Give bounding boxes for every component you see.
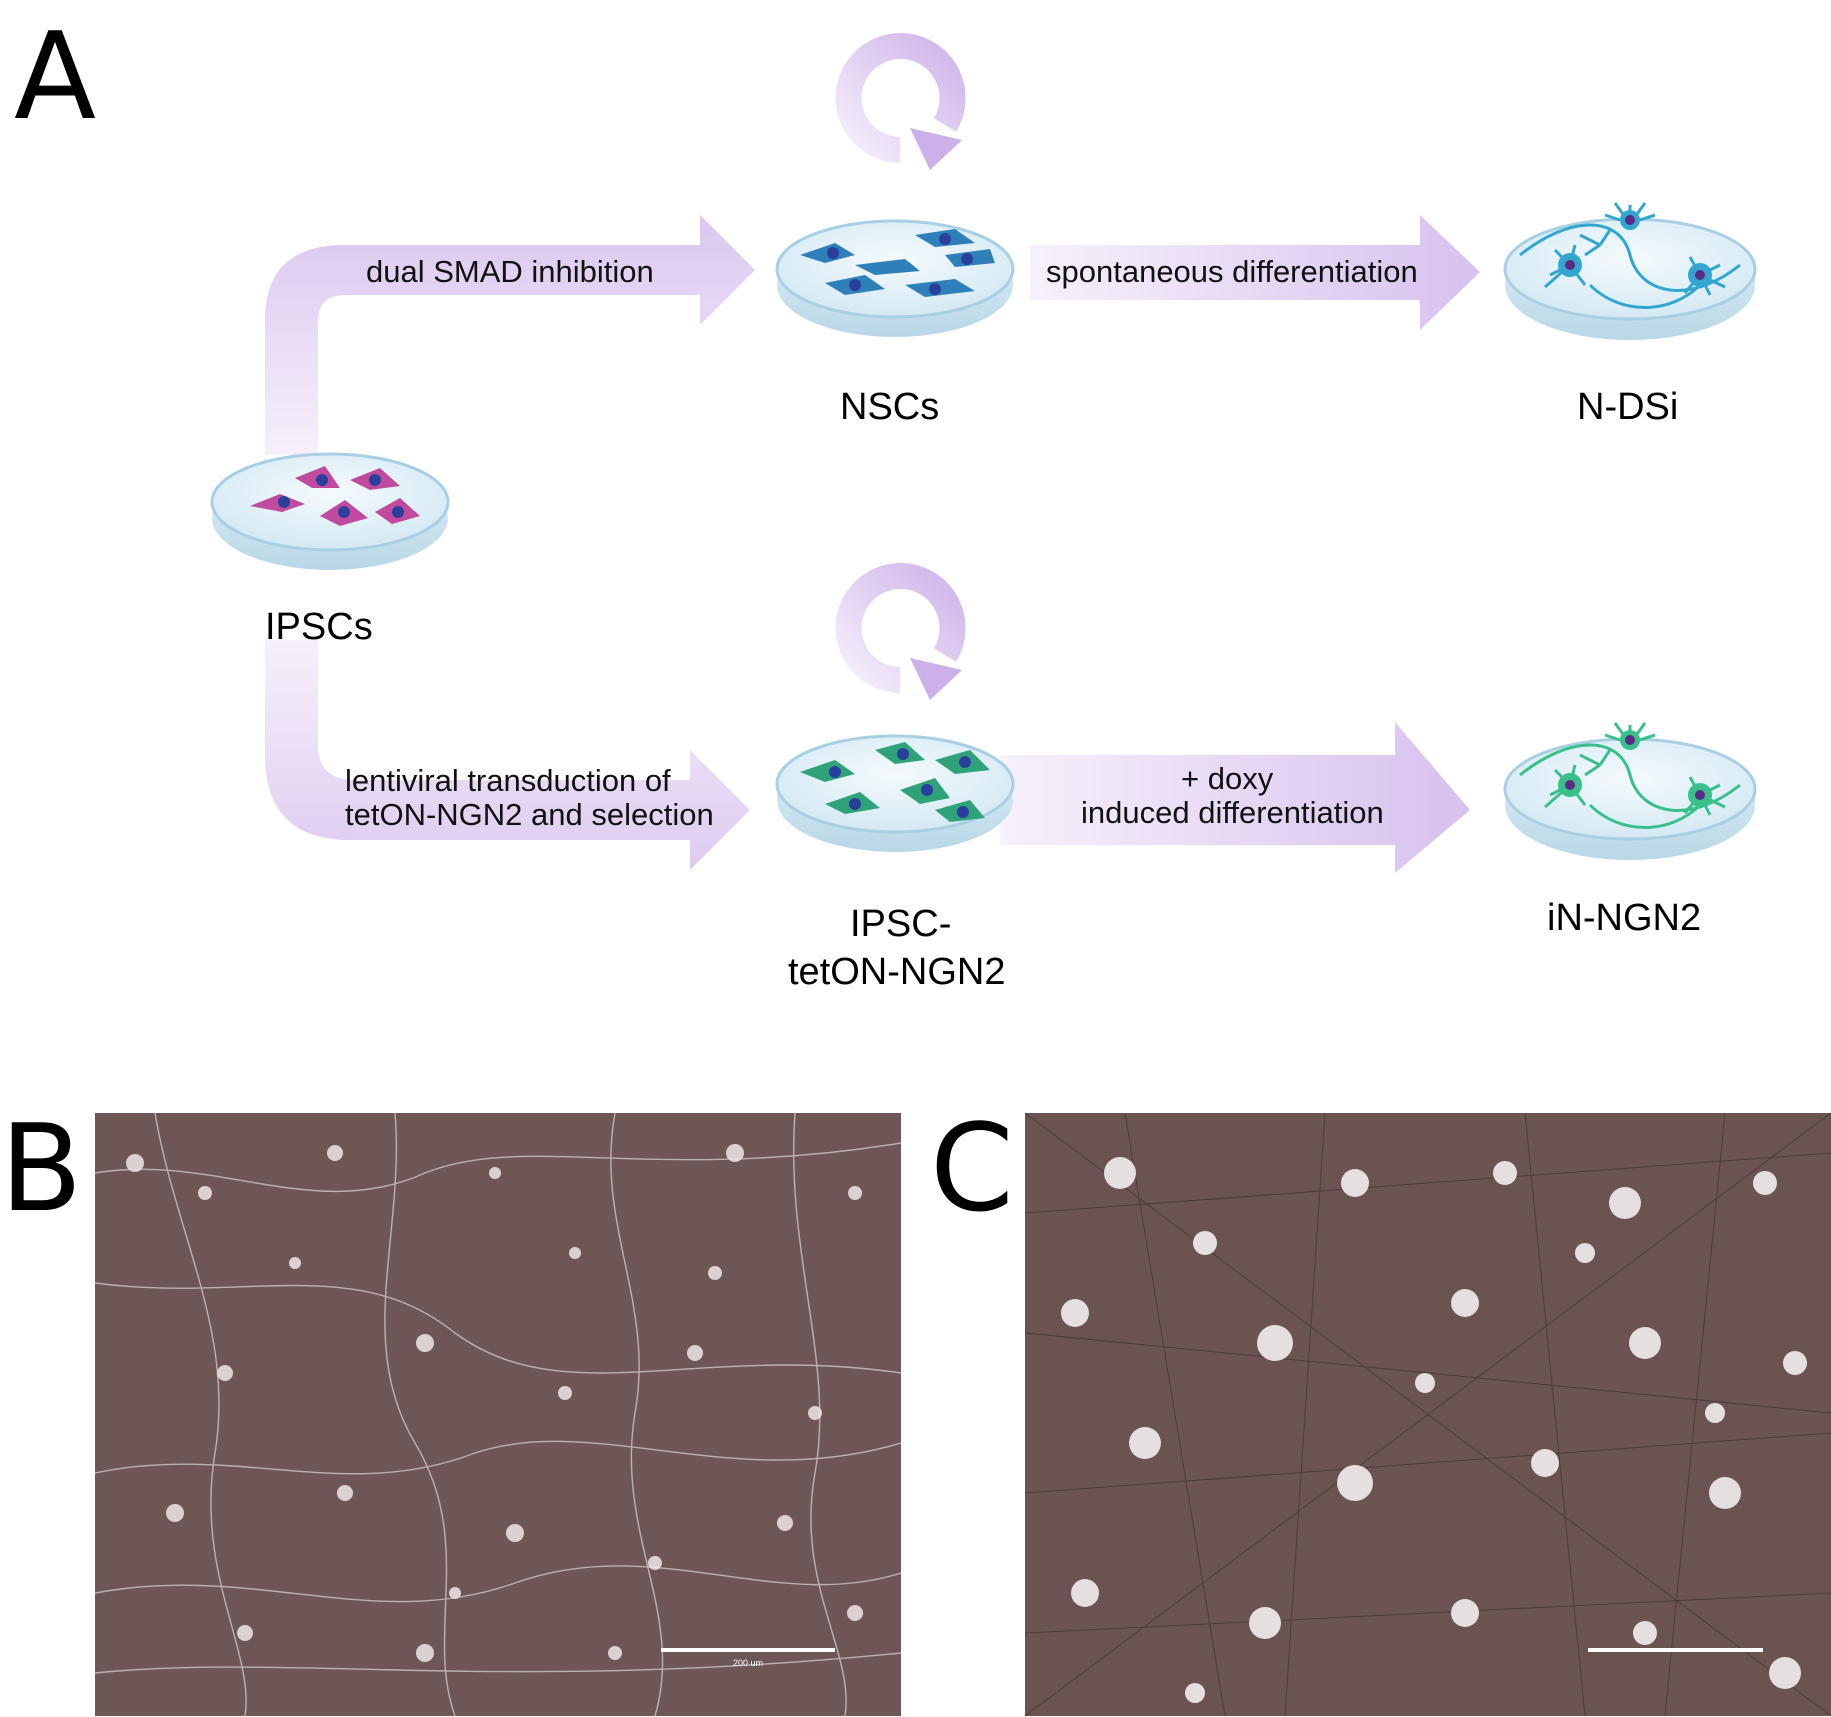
scale-bar-label: 200 um bbox=[733, 1658, 763, 1668]
cell-name-ipscs: IPSCs bbox=[265, 606, 373, 648]
micrograph-b: 200 um bbox=[95, 1113, 901, 1716]
arrow-ipsc-to-nsc bbox=[265, 215, 755, 455]
self-renewal-arrow-icon bbox=[835, 563, 966, 700]
arrow-ipsc-to-ngn2 bbox=[265, 640, 750, 870]
cell-name-ipsc-tet-2: tetON-NGN2 bbox=[788, 951, 1006, 993]
arrow-ngn2-to-in bbox=[1000, 722, 1470, 873]
culture-dish-icon bbox=[775, 734, 1015, 852]
step-doxy-label-2: induced differentiation bbox=[1081, 795, 1384, 830]
step-lentiviral-label-2: tetON-NGN2 and selection bbox=[345, 797, 714, 832]
step-doxy-label-1: + doxy bbox=[1181, 761, 1274, 796]
panel-letter-c: C bbox=[930, 1100, 1014, 1239]
micrograph-c bbox=[1025, 1113, 1831, 1716]
arrow-nsc-to-ndsi bbox=[1030, 215, 1480, 330]
step-lentiviral-label-1: lentiviral transduction of bbox=[345, 763, 671, 798]
neuron-network-icon bbox=[1503, 722, 1757, 860]
self-renewal-arrow-icon bbox=[835, 33, 966, 170]
neuron-network-icon bbox=[1503, 202, 1757, 340]
step-dual-smad-label: dual SMAD inhibition bbox=[366, 254, 654, 289]
cell-name-in-ngn2: iN-NGN2 bbox=[1547, 897, 1702, 939]
cell-name-nscs: NSCs bbox=[840, 386, 940, 428]
culture-dish-icon bbox=[775, 219, 1015, 337]
culture-dish-icon bbox=[210, 452, 450, 570]
workflow-diagram bbox=[210, 33, 1757, 873]
panel-letter-b: B bbox=[0, 1100, 83, 1239]
cell-name-ndsi: N-DSi bbox=[1577, 386, 1679, 428]
panel-letter-a: A bbox=[14, 8, 97, 147]
cell-name-ipsc-tet-1: IPSC- bbox=[850, 903, 952, 945]
step-spontaneous-label: spontaneous differentiation bbox=[1046, 254, 1418, 289]
